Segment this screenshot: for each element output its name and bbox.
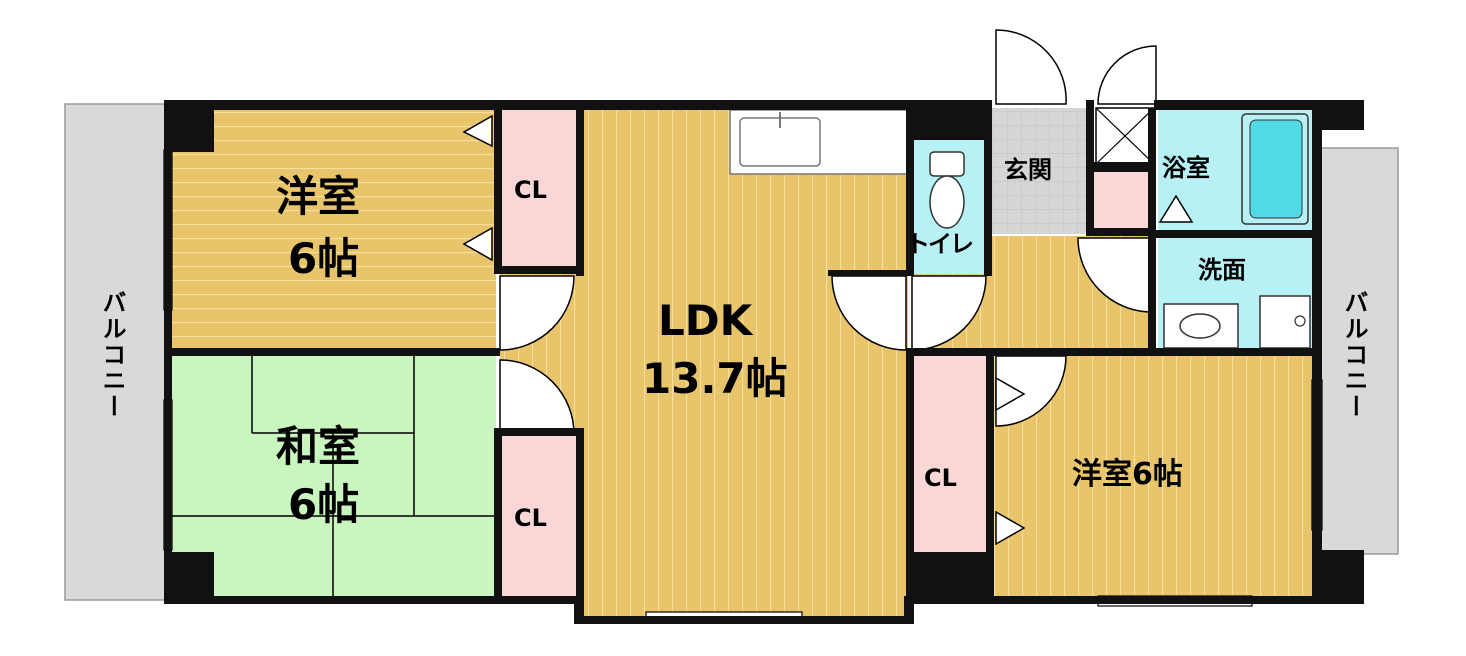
entrance-floor [992, 108, 1088, 234]
toilet-fixture [929, 151, 965, 229]
balcony-right-label: バルコニー [1340, 290, 1368, 420]
western-room-top-name: 洋室 [276, 172, 361, 221]
ldk-floor [580, 108, 908, 620]
closet-top-label: CL [514, 176, 547, 204]
japanese-room-size: 6帖 [288, 480, 360, 529]
closet-right-label: CL [924, 464, 957, 492]
western-room-top-size: 6帖 [288, 234, 360, 283]
toilet-label: トイレ [906, 230, 974, 258]
ldk-name: LDK [658, 296, 753, 345]
ldk-size: 13.7帖 [642, 354, 788, 403]
closet-mid [500, 436, 578, 598]
balcony-left-label: バルコニー [98, 290, 126, 420]
japanese-room-name: 和室 [276, 422, 361, 471]
folding-doors [462, 114, 1194, 546]
entrance-label: 玄関 [1004, 156, 1052, 184]
closet-mid-label: CL [514, 504, 547, 532]
walls [164, 100, 1364, 624]
japanese-room-floor [168, 356, 496, 598]
bathroom-label: 浴室 [1162, 154, 1210, 182]
washroom-label: 洗面 [1198, 256, 1246, 284]
western-room-right-label: 洋室6帖 [1072, 457, 1183, 492]
western-room-top-floor [168, 108, 496, 352]
balcony-left [64, 103, 168, 601]
door-swings [499, 29, 1157, 435]
balcony-right [1317, 147, 1399, 555]
closet-top [500, 110, 578, 270]
entrance-closet [1094, 172, 1150, 228]
